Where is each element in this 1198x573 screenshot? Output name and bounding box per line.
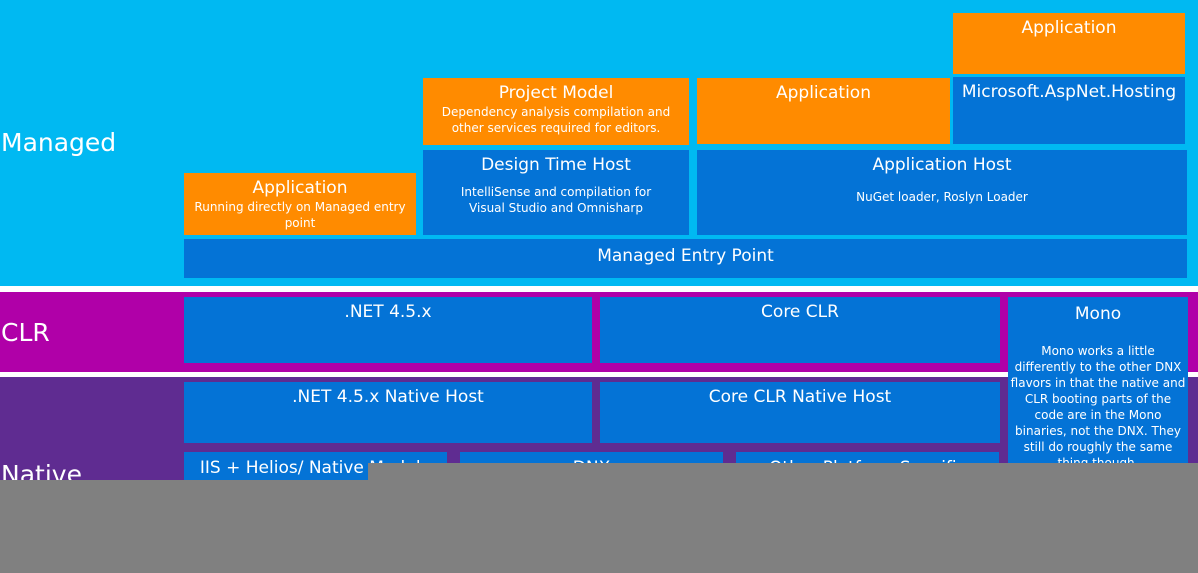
aspnet-hosting-title: Microsoft.AspNet.Hosting — [961, 82, 1177, 102]
mono-title: Mono — [1074, 304, 1122, 324]
application-host-desc: NuGet loader, Roslyn Loader — [856, 190, 1028, 204]
coreclr-native-host-title: Core CLR Native Host — [708, 387, 892, 407]
application-mid-title: Application — [776, 83, 871, 103]
managed-entry-point-title: Managed Entry Point — [597, 246, 774, 266]
managed-band-label: Managed — [1, 128, 117, 157]
application-mid-box: Application — [697, 78, 950, 144]
mono-box: Mono Mono works a little differently to … — [1008, 297, 1188, 487]
mono-desc: Mono works a little differently to the o… — [1010, 344, 1186, 470]
net45-title: .NET 4.5.x — [344, 302, 432, 322]
design-time-host-desc: IntelliSense and compilation for Visual … — [460, 185, 652, 215]
project-model-title: Project Model — [498, 83, 614, 103]
coreclr-box: Core CLR — [600, 297, 1000, 363]
application-top-title: Application — [1021, 18, 1117, 38]
design-time-host-title: Design Time Host — [481, 155, 631, 175]
design-time-host-box: Design Time Host IntelliSense and compil… — [423, 150, 689, 235]
application-top-box: Application — [953, 13, 1185, 74]
net45-native-host-title: .NET 4.5.x Native Host — [292, 387, 484, 407]
project-model-desc: Dependency analysis compilation and othe… — [441, 105, 671, 135]
gray-overlay-notch — [368, 463, 1198, 480]
managed-entry-point-box: Managed Entry Point — [184, 239, 1187, 278]
clr-native-separator — [0, 372, 1198, 377]
application-host-title: Application Host — [872, 155, 1012, 175]
aspnet-hosting-box: Microsoft.AspNet.Hosting — [953, 77, 1185, 144]
coreclr-native-host-box: Core CLR Native Host — [600, 382, 1000, 443]
managed-clr-separator — [0, 286, 1198, 292]
net45-native-host-box: .NET 4.5.x Native Host — [184, 382, 592, 443]
gray-overlay — [0, 480, 1198, 573]
application-direct-title: Application — [252, 178, 348, 198]
coreclr-title: Core CLR — [761, 302, 839, 322]
project-model-box: Project Model Dependency analysis compil… — [423, 78, 689, 145]
application-direct-box: Application Running directly on Managed … — [184, 173, 416, 235]
application-host-box: Application Host NuGet loader, Roslyn Lo… — [697, 150, 1187, 235]
clr-band-label: CLR — [1, 318, 50, 347]
net45-box: .NET 4.5.x — [184, 297, 592, 363]
application-direct-desc: Running directly on Managed entry point — [194, 200, 406, 230]
